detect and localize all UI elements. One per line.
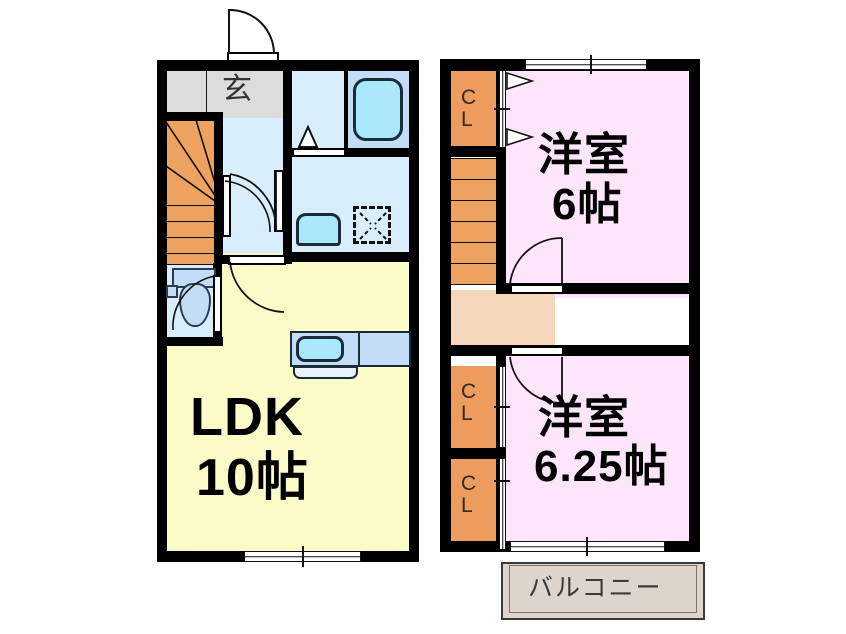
- under-stair-door-swing-icon: [224, 180, 272, 236]
- stair-tread-2f: [450, 263, 502, 285]
- closet-south-lower-sliding-door[interactable]: [499, 458, 506, 550]
- bedroom-south-door-swing-icon: [508, 355, 566, 405]
- wall-right-left-unit: [409, 60, 419, 562]
- wall-toilet-south: [157, 337, 223, 346]
- stair-tread-2f: [450, 179, 502, 201]
- ldk-label-name: LDK: [190, 387, 304, 447]
- wall-landing-west: [440, 283, 451, 294]
- under-stair-door-frame[interactable]: [222, 175, 231, 237]
- closet-south-upper-label-l: L: [461, 402, 473, 425]
- washing-machine-space-icon: [353, 206, 391, 244]
- balcony-inner-outline: [509, 565, 697, 613]
- wall-left-right-unit: [440, 59, 451, 552]
- wall-stairs-east: [214, 112, 223, 264]
- room-ldk-floor: [222, 263, 410, 552]
- kitchen-sink-fixture: [296, 336, 344, 362]
- washroom-door-swing-icon: [226, 170, 278, 232]
- stair-tread-2f: [450, 158, 502, 180]
- closet-north-door-mullion: [494, 108, 510, 110]
- closet-south-upper: [450, 366, 502, 448]
- closet-south-upper-door-mullion: [494, 406, 510, 408]
- wall-closet-north-south: [440, 146, 502, 157]
- kitchen-front-panel: [293, 366, 358, 379]
- stair-tread-2f: [450, 242, 502, 264]
- bedroom-south-window-mullion: [586, 537, 588, 556]
- ldk-door-frame[interactable]: [228, 255, 286, 265]
- toilet-lever-icon: [166, 285, 178, 298]
- closet-north: [450, 70, 502, 148]
- bathtub-fixture: [353, 78, 403, 141]
- closet-north-door-arrow-top-icon: [506, 71, 535, 91]
- bedroom-north-window-north[interactable]: [525, 59, 647, 70]
- ldk-label-size: 10帖: [196, 449, 309, 507]
- wall-tub-partition: [344, 70, 348, 148]
- toilet-door-swing-icon: [168, 275, 218, 333]
- staircase-winder-1f: [166, 120, 222, 206]
- ldk-door-swing-icon: [228, 261, 288, 316]
- wall-between-south-closets: [440, 448, 502, 459]
- closet-north-door-arrow-bottom-icon: [506, 127, 535, 147]
- balcony-outline: [501, 562, 705, 620]
- room-bedroom-north-floor: [506, 70, 690, 298]
- closet-south-lower-label-l: L: [461, 494, 473, 517]
- room-landing-floor: [450, 290, 555, 348]
- vanity-sink-fixture: [296, 213, 341, 246]
- wall-stair-column-east-2: [496, 146, 506, 290]
- bedroom-south-door-frame[interactable]: [510, 346, 564, 356]
- bedroom-north-label-size: 6帖: [552, 180, 623, 229]
- closet-south-upper-label-c: C: [461, 380, 477, 403]
- wall-right-right-unit: [689, 59, 700, 552]
- entrance-door-swing-icon: [227, 8, 287, 56]
- closet-south-lower-label-c: C: [461, 472, 477, 495]
- stair-tread-2f: [450, 200, 502, 222]
- wall-left-left-unit: [157, 60, 167, 562]
- bedroom-north-door-frame[interactable]: [510, 284, 564, 294]
- balcony-label: バルコニー: [528, 574, 663, 602]
- wall-hall-west-of-bath: [283, 60, 292, 150]
- wall-washroom-south: [283, 252, 419, 262]
- wall-bath-south: [283, 148, 419, 157]
- genkan-step-line: [166, 70, 207, 118]
- closet-south-lower-door-mullion: [494, 480, 510, 482]
- room-genkan-floor: [166, 70, 283, 118]
- wall-genkan-south: [166, 112, 223, 121]
- room-bedroom-south-floor: [506, 348, 690, 552]
- bath-door-threshold[interactable]: [292, 148, 346, 157]
- closet-south-lower: [450, 458, 502, 550]
- closet-north-label-c: C: [461, 86, 477, 109]
- washroom-door-frame[interactable]: [274, 170, 284, 232]
- bedroom-north-door-swing-icon: [508, 236, 566, 286]
- bedroom-south-label-size: 6.25帖: [534, 442, 669, 491]
- entrance-door-frame[interactable]: [227, 52, 279, 62]
- wall-landing-north: [496, 283, 696, 294]
- toilet-door-frame[interactable]: [213, 275, 222, 333]
- bath-step-triangle-icon: [297, 124, 319, 148]
- wall-hall-west-of-washroom: [283, 148, 292, 264]
- room-ldk-floor-left: [166, 345, 226, 552]
- stair-tread-2f: [450, 221, 502, 243]
- genkan-label: 玄: [222, 73, 252, 106]
- kitchen-counter-divider: [358, 331, 360, 367]
- bedroom-north-label-name: 洋室: [538, 129, 631, 180]
- closet-north-label-l: L: [461, 108, 473, 131]
- bedroom-north-window-mullion: [590, 55, 592, 74]
- room-balcony-floor: [501, 562, 705, 620]
- wall-landing-south: [440, 345, 696, 356]
- bedroom-south-label-name: 洋室: [538, 392, 631, 443]
- ldk-window-mullion: [302, 546, 304, 567]
